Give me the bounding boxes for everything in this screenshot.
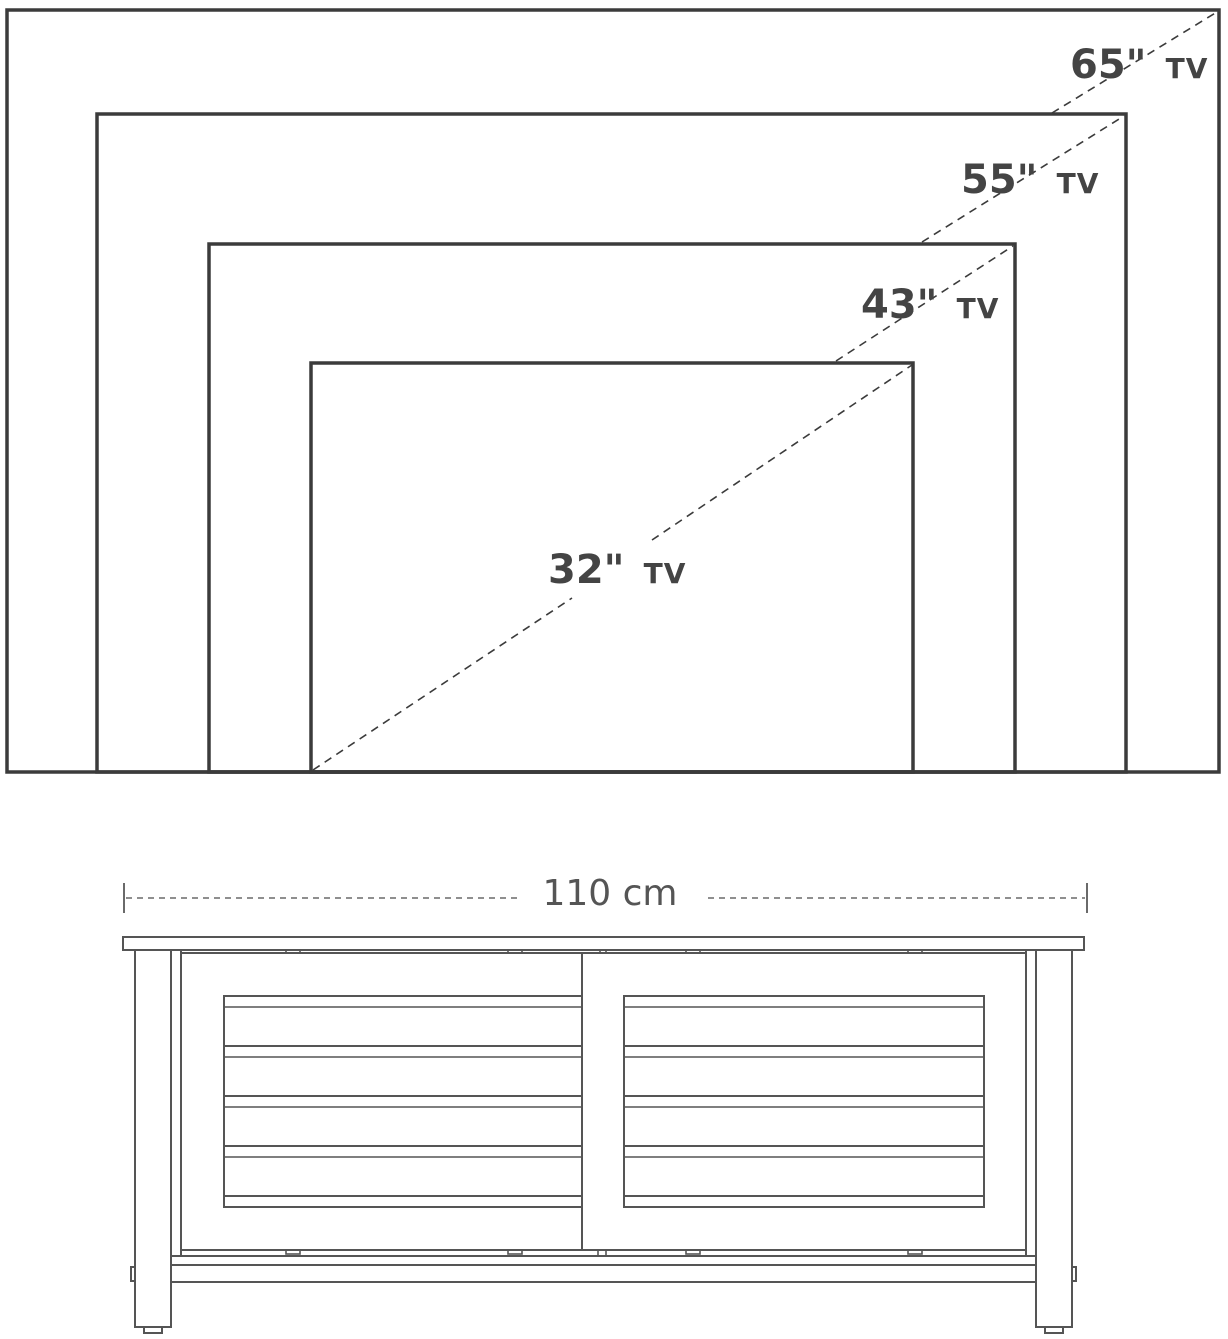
tv-label-55-size: 55" bbox=[961, 157, 1038, 203]
stand-door-wheel-1 bbox=[285, 1249, 301, 1255]
tv-outlines bbox=[5, 8, 1221, 774]
width-dimension: 110 cm bbox=[123, 873, 1088, 914]
tv-label-55-unit: TV bbox=[1057, 167, 1100, 200]
stand-leg-right bbox=[1035, 949, 1073, 1328]
tv-label-32: 32" TV bbox=[548, 547, 686, 593]
tv-label-65-unit: TV bbox=[1166, 52, 1209, 85]
stand-door-left-louvers bbox=[223, 995, 583, 1208]
stand-side-clip-left bbox=[130, 1266, 136, 1282]
stand-leg-inner-left bbox=[170, 949, 182, 1257]
tv-diagonals bbox=[312, 11, 1218, 771]
louver-left-5 bbox=[223, 1195, 583, 1208]
stand-leg-inner-right bbox=[1025, 949, 1037, 1257]
diagonal-43 bbox=[835, 245, 1014, 362]
stand-top bbox=[122, 936, 1085, 951]
tv-label-65: 65" TV bbox=[1070, 42, 1208, 88]
stand-door-right-louvers bbox=[623, 995, 985, 1208]
tv-label-65-size: 65" bbox=[1070, 42, 1147, 88]
stand-foot-left bbox=[143, 1326, 163, 1334]
tv-label-32-unit: TV bbox=[644, 557, 687, 590]
tv-label-43-size: 43" bbox=[861, 282, 938, 328]
louver-left-1 bbox=[223, 995, 583, 1047]
stand-door-wheel-4 bbox=[907, 1249, 923, 1255]
tv-label-43: 43" TV bbox=[861, 282, 999, 328]
louver-right-3 bbox=[623, 1095, 985, 1147]
stand-foot-right bbox=[1044, 1326, 1064, 1334]
tv-label-43-unit: TV bbox=[957, 292, 1000, 325]
louver-left-2 bbox=[223, 1045, 583, 1097]
louver-left-4 bbox=[223, 1145, 583, 1197]
louver-right-2 bbox=[623, 1045, 985, 1097]
tv-outline-32 bbox=[309, 361, 915, 774]
tv-labels: 65" TV 55" TV 43" TV 32" TV bbox=[548, 42, 1208, 593]
stand-door-wheel-3 bbox=[685, 1249, 701, 1255]
tv-label-55: 55" TV bbox=[961, 157, 1099, 203]
louver-right-5 bbox=[623, 1195, 985, 1208]
diagonal-55 bbox=[921, 115, 1125, 243]
tv-stand bbox=[122, 936, 1085, 1334]
tv-outline-55 bbox=[95, 112, 1128, 774]
louver-right-1 bbox=[623, 995, 985, 1047]
tv-outline-65 bbox=[5, 8, 1221, 774]
dimension-label: 110 cm bbox=[542, 873, 677, 914]
stand-leg-left bbox=[134, 949, 172, 1328]
diagonal-32-upper bbox=[651, 364, 913, 541]
diagonal-65 bbox=[1051, 11, 1218, 114]
stand-side-clip-right bbox=[1071, 1266, 1077, 1282]
diagonal-32-lower bbox=[312, 597, 573, 771]
stand-bottom-shelf bbox=[170, 1264, 1037, 1283]
louver-left-3 bbox=[223, 1095, 583, 1147]
tv-label-32-size: 32" bbox=[548, 547, 625, 593]
stand-door-wheel-2 bbox=[507, 1249, 523, 1255]
louver-right-4 bbox=[623, 1145, 985, 1197]
stand-bottom-rail bbox=[170, 1255, 1037, 1266]
